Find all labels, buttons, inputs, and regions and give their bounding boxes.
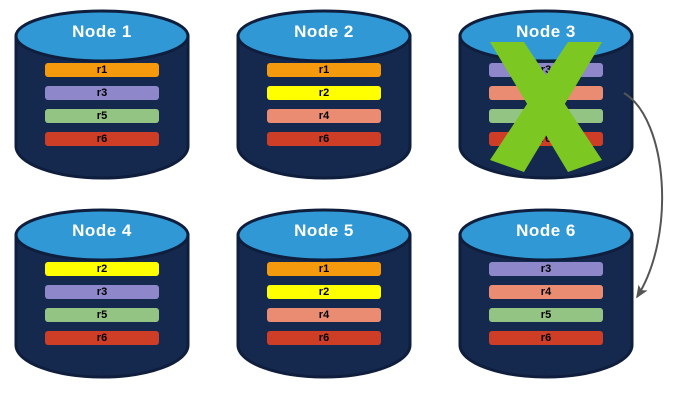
replica-bar[interactable]: r2 bbox=[267, 285, 381, 299]
replica-bar[interactable]: r3 bbox=[45, 86, 159, 100]
replica-list: r1 r2 r4 r6 bbox=[267, 63, 381, 146]
replica-bar[interactable]: r4 bbox=[267, 308, 381, 322]
replica-bar[interactable]: r1 bbox=[267, 63, 381, 77]
replica-list: r1 r2 r4 r6 bbox=[267, 262, 381, 345]
replica-list: r3 r4 r5 r6 bbox=[489, 63, 603, 146]
cylinder-top-ellipse bbox=[14, 9, 190, 63]
replica-bar[interactable]: r5 bbox=[489, 109, 603, 123]
replica-bar[interactable]: r2 bbox=[45, 262, 159, 276]
cylinder-top-ellipse bbox=[14, 208, 190, 262]
replica-bar[interactable]: r6 bbox=[489, 331, 603, 345]
replica-bar[interactable]: r4 bbox=[489, 285, 603, 299]
cylinder-top-ellipse bbox=[236, 208, 412, 262]
replica-list: r2 r3 r5 r6 bbox=[45, 262, 159, 345]
replica-list: r1 r3 r5 r6 bbox=[45, 63, 159, 146]
replica-bar[interactable]: r3 bbox=[45, 285, 159, 299]
replica-bar[interactable]: r5 bbox=[489, 308, 603, 322]
replica-bar[interactable]: r6 bbox=[489, 132, 603, 146]
cylinder-top-ellipse bbox=[458, 9, 634, 63]
replica-bar[interactable]: r3 bbox=[489, 63, 603, 77]
replica-bar[interactable]: r1 bbox=[45, 63, 159, 77]
replica-bar[interactable]: r6 bbox=[45, 331, 159, 345]
replica-list: r3 r4 r5 r6 bbox=[489, 262, 603, 345]
replica-bar[interactable]: r2 bbox=[267, 86, 381, 100]
cylinder-top-ellipse bbox=[236, 9, 412, 63]
replica-bar[interactable]: r5 bbox=[45, 109, 159, 123]
replica-bar[interactable]: r5 bbox=[45, 308, 159, 322]
replica-bar[interactable]: r6 bbox=[267, 132, 381, 146]
replica-bar[interactable]: r4 bbox=[489, 86, 603, 100]
replica-bar[interactable]: r6 bbox=[267, 331, 381, 345]
replica-bar[interactable]: r4 bbox=[267, 109, 381, 123]
replica-bar[interactable]: r6 bbox=[45, 132, 159, 146]
cylinder-top-ellipse bbox=[458, 208, 634, 262]
replica-bar[interactable]: r3 bbox=[489, 262, 603, 276]
replica-bar[interactable]: r1 bbox=[267, 262, 381, 276]
